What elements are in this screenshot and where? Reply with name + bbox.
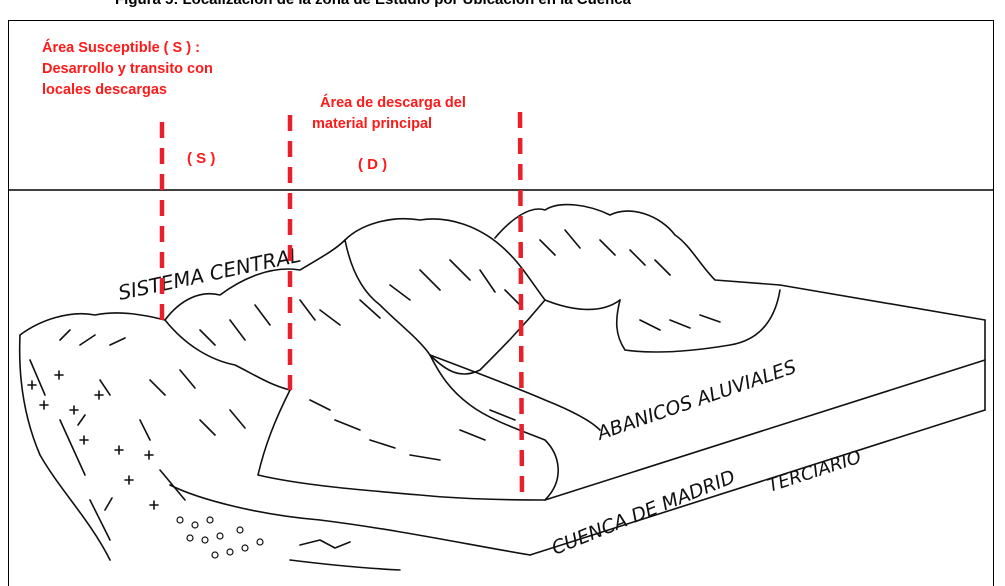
annotation-discharge-line-2: material principal <box>312 114 466 135</box>
label-sistema-central: SISTEMA CENTRAL <box>116 243 303 305</box>
annotation-susceptible-line-3: locales descargas <box>42 80 213 101</box>
strata-lower <box>290 540 400 570</box>
ridge-back-center <box>345 219 620 310</box>
plane-edge-right <box>780 285 985 320</box>
label-zone-s: ( S ) <box>187 148 215 169</box>
label-cuenca-de-madrid: CUENCA DE MADRID <box>549 466 739 560</box>
annotation-susceptible-line-2: Desarrollo y transito con <box>42 59 213 80</box>
boundary-line-3 <box>520 112 522 500</box>
annotation-susceptible-line-1: Área Susceptible ( S ) : <box>42 38 213 59</box>
crystalline-crosses <box>28 371 158 509</box>
annotation-discharge: Área de descarga del material principal <box>312 93 466 135</box>
annotation-discharge-line-1: Área de descarga del <box>312 93 466 114</box>
boundary-lines <box>162 112 522 500</box>
label-zone-d: ( D ) <box>358 154 387 175</box>
fault-arrows <box>30 360 185 540</box>
ridge-back-right <box>495 205 780 285</box>
gravel-circles <box>177 517 263 558</box>
block-front-left <box>170 485 530 555</box>
annotation-susceptible: Área Susceptible ( S ) : Desarrollo y tr… <box>42 38 213 101</box>
mountain-sketch <box>20 205 985 570</box>
label-terciario: TERCIARIO <box>765 447 864 497</box>
label-abanicos-aluviales: ABANICOS ALUVIALES <box>593 356 800 445</box>
ridge-left <box>20 313 290 390</box>
fan-left <box>258 355 558 500</box>
